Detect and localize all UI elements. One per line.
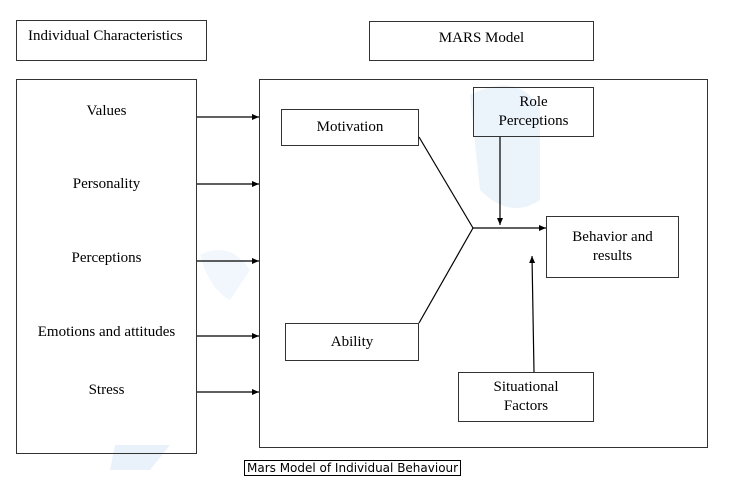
mars-model-header: MARS Model <box>369 21 594 61</box>
individual-characteristics-header: Individual Characteristics <box>16 20 207 61</box>
characteristic-personality: Personality <box>72 176 141 192</box>
motivation-connector <box>418 136 474 229</box>
characteristic-stress: Stress <box>88 382 125 398</box>
mars-panel <box>259 79 708 448</box>
individual-characteristics-title: Individual Characteristics <box>28 28 183 44</box>
mars-model-title: MARS Model <box>438 30 525 46</box>
characteristic-emotions-attitudes: Emotions and attitudes <box>37 324 176 340</box>
ability-label: Ability <box>330 333 374 350</box>
situational-factors-line1: Situational <box>493 379 559 395</box>
ability-box: Ability <box>285 323 419 361</box>
behavior-results-line2: results <box>592 248 633 264</box>
figure-caption: Mars Model of Individual Behaviour <box>244 460 462 476</box>
motivation-box: Motivation <box>281 109 419 146</box>
situational-factors-line2: Factors <box>503 398 549 414</box>
characteristics-panel <box>16 79 197 454</box>
situational-factors-box: Situational Factors <box>458 372 594 422</box>
arrow-situational-factors <box>529 255 536 373</box>
characteristic-values: Values <box>86 103 127 119</box>
behavior-results-box: Behavior and results <box>546 216 679 278</box>
role-perceptions-line2: Perceptions <box>498 113 569 129</box>
behavior-results-line1: Behavior and <box>572 229 653 245</box>
role-perceptions-box: Role Perceptions <box>473 87 594 137</box>
role-perceptions-line1: Role <box>519 94 548 110</box>
characteristic-perceptions: Perceptions <box>71 250 142 266</box>
motivation-label: Motivation <box>316 119 384 135</box>
ability-connector <box>418 227 474 324</box>
